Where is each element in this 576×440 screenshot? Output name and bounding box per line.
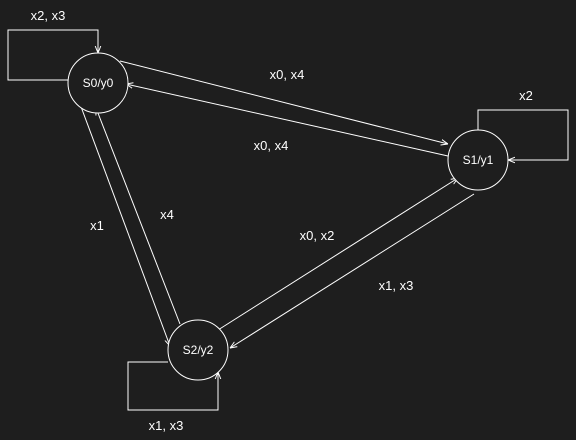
label-s0-to-s1: x0, x4 [270,67,305,82]
state-s2-circle [167,319,229,381]
state-s1-circle [447,129,509,191]
label-s2-self: x1, x3 [149,418,184,433]
edge-s0-to-s1 [119,60,448,144]
edge-s0-to-s2 [79,103,170,346]
label-s1-to-s2: x1, x3 [379,278,414,293]
label-s1-to-s0: x0, x4 [254,138,289,153]
state-s0-label: S0/y0 [83,76,114,90]
label-s2-to-s0: x4 [160,207,174,222]
label-s0-to-s2: x1 [90,218,104,233]
label-s0-self: x2, x3 [31,8,66,23]
edge-s0-self [7,29,98,81]
edge-s2-self [127,361,218,411]
state-s0: S0/y0 [67,52,129,114]
state-s2-label: S2/y2 [183,343,214,357]
edge-s2-to-s0 [96,108,181,325]
label-s1-self: x2 [519,88,533,103]
state-s2: S2/y2 [167,319,229,381]
state-s0-circle [67,52,129,114]
state-s1: S1/y1 [447,129,509,191]
edge-s1-to-s0 [126,84,449,157]
label-s2-to-s1: x0, x2 [300,228,335,243]
edge-s1-to-s2 [230,193,475,348]
edge-s2-to-s1 [217,178,458,331]
state-s1-label: S1/y1 [463,153,494,167]
edge-s1-self [477,109,569,160]
